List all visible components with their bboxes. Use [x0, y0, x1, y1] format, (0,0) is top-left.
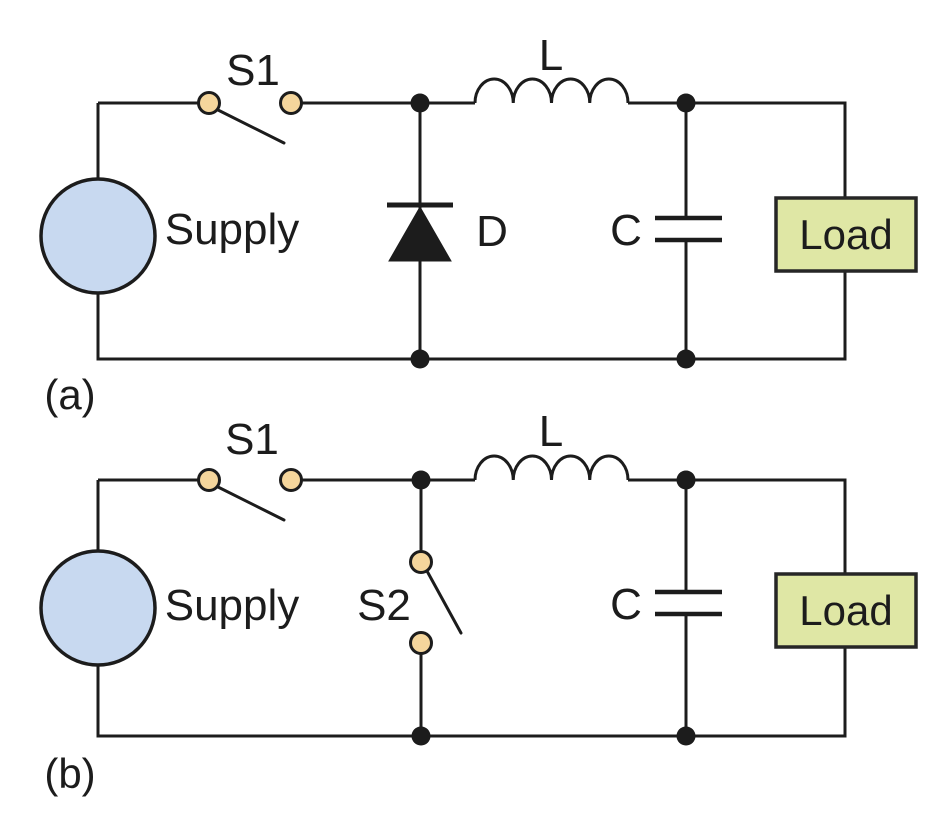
s2-blade-b: [425, 569, 463, 635]
load-label-a: Load: [799, 211, 892, 258]
junction-dot: [676, 726, 696, 746]
diode-anode-triangle-a: [388, 205, 452, 262]
junction-dot: [411, 726, 431, 746]
load-label-b: Load: [799, 587, 892, 634]
diode-label-a: D: [476, 207, 508, 256]
inductor-label-a: L: [539, 31, 563, 80]
panel-label-a: (a): [44, 371, 95, 418]
junction-dot: [676, 93, 696, 113]
s2-terminal-bottom-b: [409, 631, 433, 655]
junction-dot: [411, 470, 431, 490]
s1-terminal-right-a: [279, 91, 303, 115]
s2-terminal-top-b: [409, 550, 433, 574]
capacitor-label-a: C: [610, 206, 642, 255]
junction-dot: [410, 349, 430, 369]
s1-terminal-right-b: [279, 468, 303, 492]
load-box-a: [774, 196, 918, 273]
s1-terminal-left-b: [197, 468, 221, 492]
junction-dot: [676, 349, 696, 369]
circuit-b: S1 Supply S2 L C Load (b): [39, 407, 918, 797]
s1-label-b: S1: [225, 415, 279, 464]
capacitor-label-b: C: [610, 580, 642, 629]
supply-label-b: Supply: [165, 581, 300, 630]
supply-source-a: [39, 177, 157, 295]
load-box-b: [774, 572, 918, 649]
supply-source-b: [39, 549, 157, 667]
supply-label-a: Supply: [165, 205, 300, 254]
circuit-a: S1 Supply D L C Load (a): [39, 31, 918, 418]
s1-blade-a: [214, 107, 286, 145]
junction-dot: [676, 470, 696, 490]
s1-label-a: S1: [226, 46, 280, 95]
panel-label-b: (b): [44, 750, 95, 797]
s1-terminal-left-a: [197, 91, 221, 115]
s1-blade-b: [214, 484, 286, 522]
wires-b: [96, 454, 847, 738]
s2-label-b: S2: [357, 581, 411, 630]
inductor-label-b: L: [539, 407, 563, 456]
junction-dot: [410, 93, 430, 113]
